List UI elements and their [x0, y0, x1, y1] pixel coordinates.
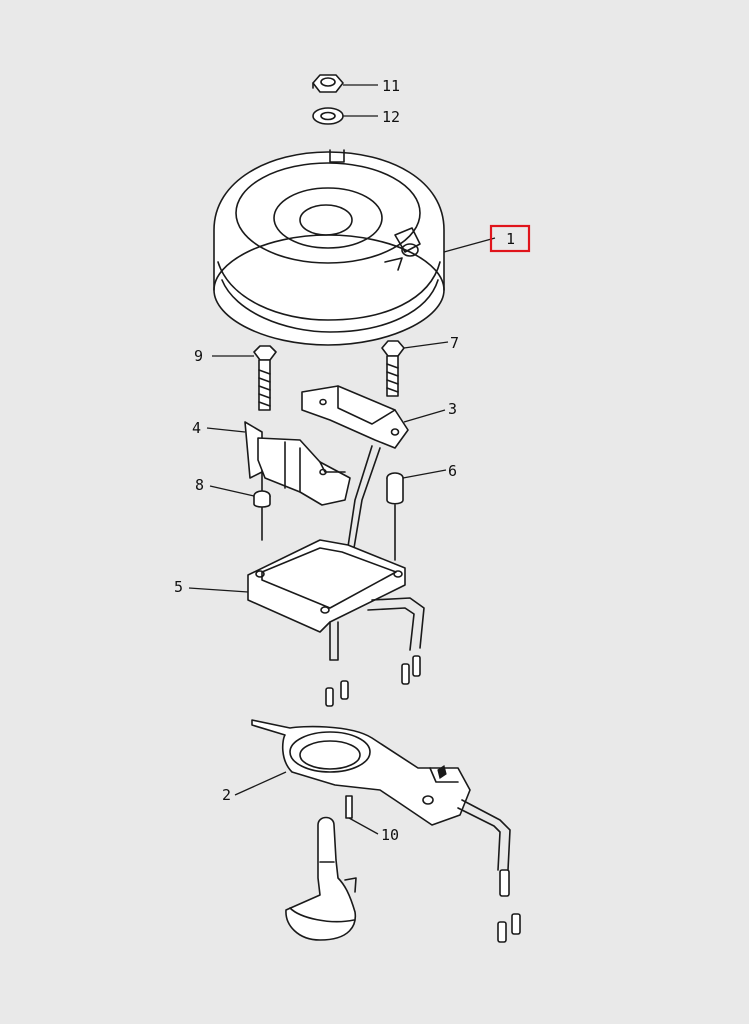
callout-11: 11 [382, 77, 400, 95]
base-plate-part[interactable] [247, 539, 425, 707]
stator-bracket-part[interactable] [251, 719, 521, 943]
pulser-coil-part[interactable] [301, 385, 409, 561]
callout-1[interactable]: 1 [506, 230, 515, 248]
highlight-box [489, 224, 531, 253]
callout-2: 2 [222, 786, 231, 804]
callout-7: 7 [450, 334, 459, 352]
callout-5: 5 [174, 578, 183, 596]
pin-10-part[interactable] [345, 795, 353, 819]
screw-7-part[interactable] [381, 340, 405, 397]
nut-part[interactable] [312, 74, 344, 93]
washer-part[interactable] [312, 107, 344, 125]
callout-6: 6 [448, 462, 457, 480]
callout-12: 12 [382, 108, 400, 126]
leader-lines [188, 84, 496, 835]
screw-9-part[interactable] [253, 345, 277, 411]
flywheel-part[interactable] [213, 149, 445, 346]
charge-coil-part[interactable] [244, 421, 351, 541]
callout-9: 9 [194, 347, 203, 365]
collar-6-part[interactable] [386, 472, 404, 561]
callout-3: 3 [448, 400, 457, 418]
callout-8: 8 [195, 476, 204, 494]
collar-8-part[interactable] [253, 490, 271, 508]
crankshaft-part [285, 816, 357, 941]
callout-4: 4 [192, 419, 201, 437]
callout-10: 10 [381, 826, 399, 844]
callout-labels: 11 12 1 9 7 3 4 8 6 5 2 10 [174, 77, 515, 844]
